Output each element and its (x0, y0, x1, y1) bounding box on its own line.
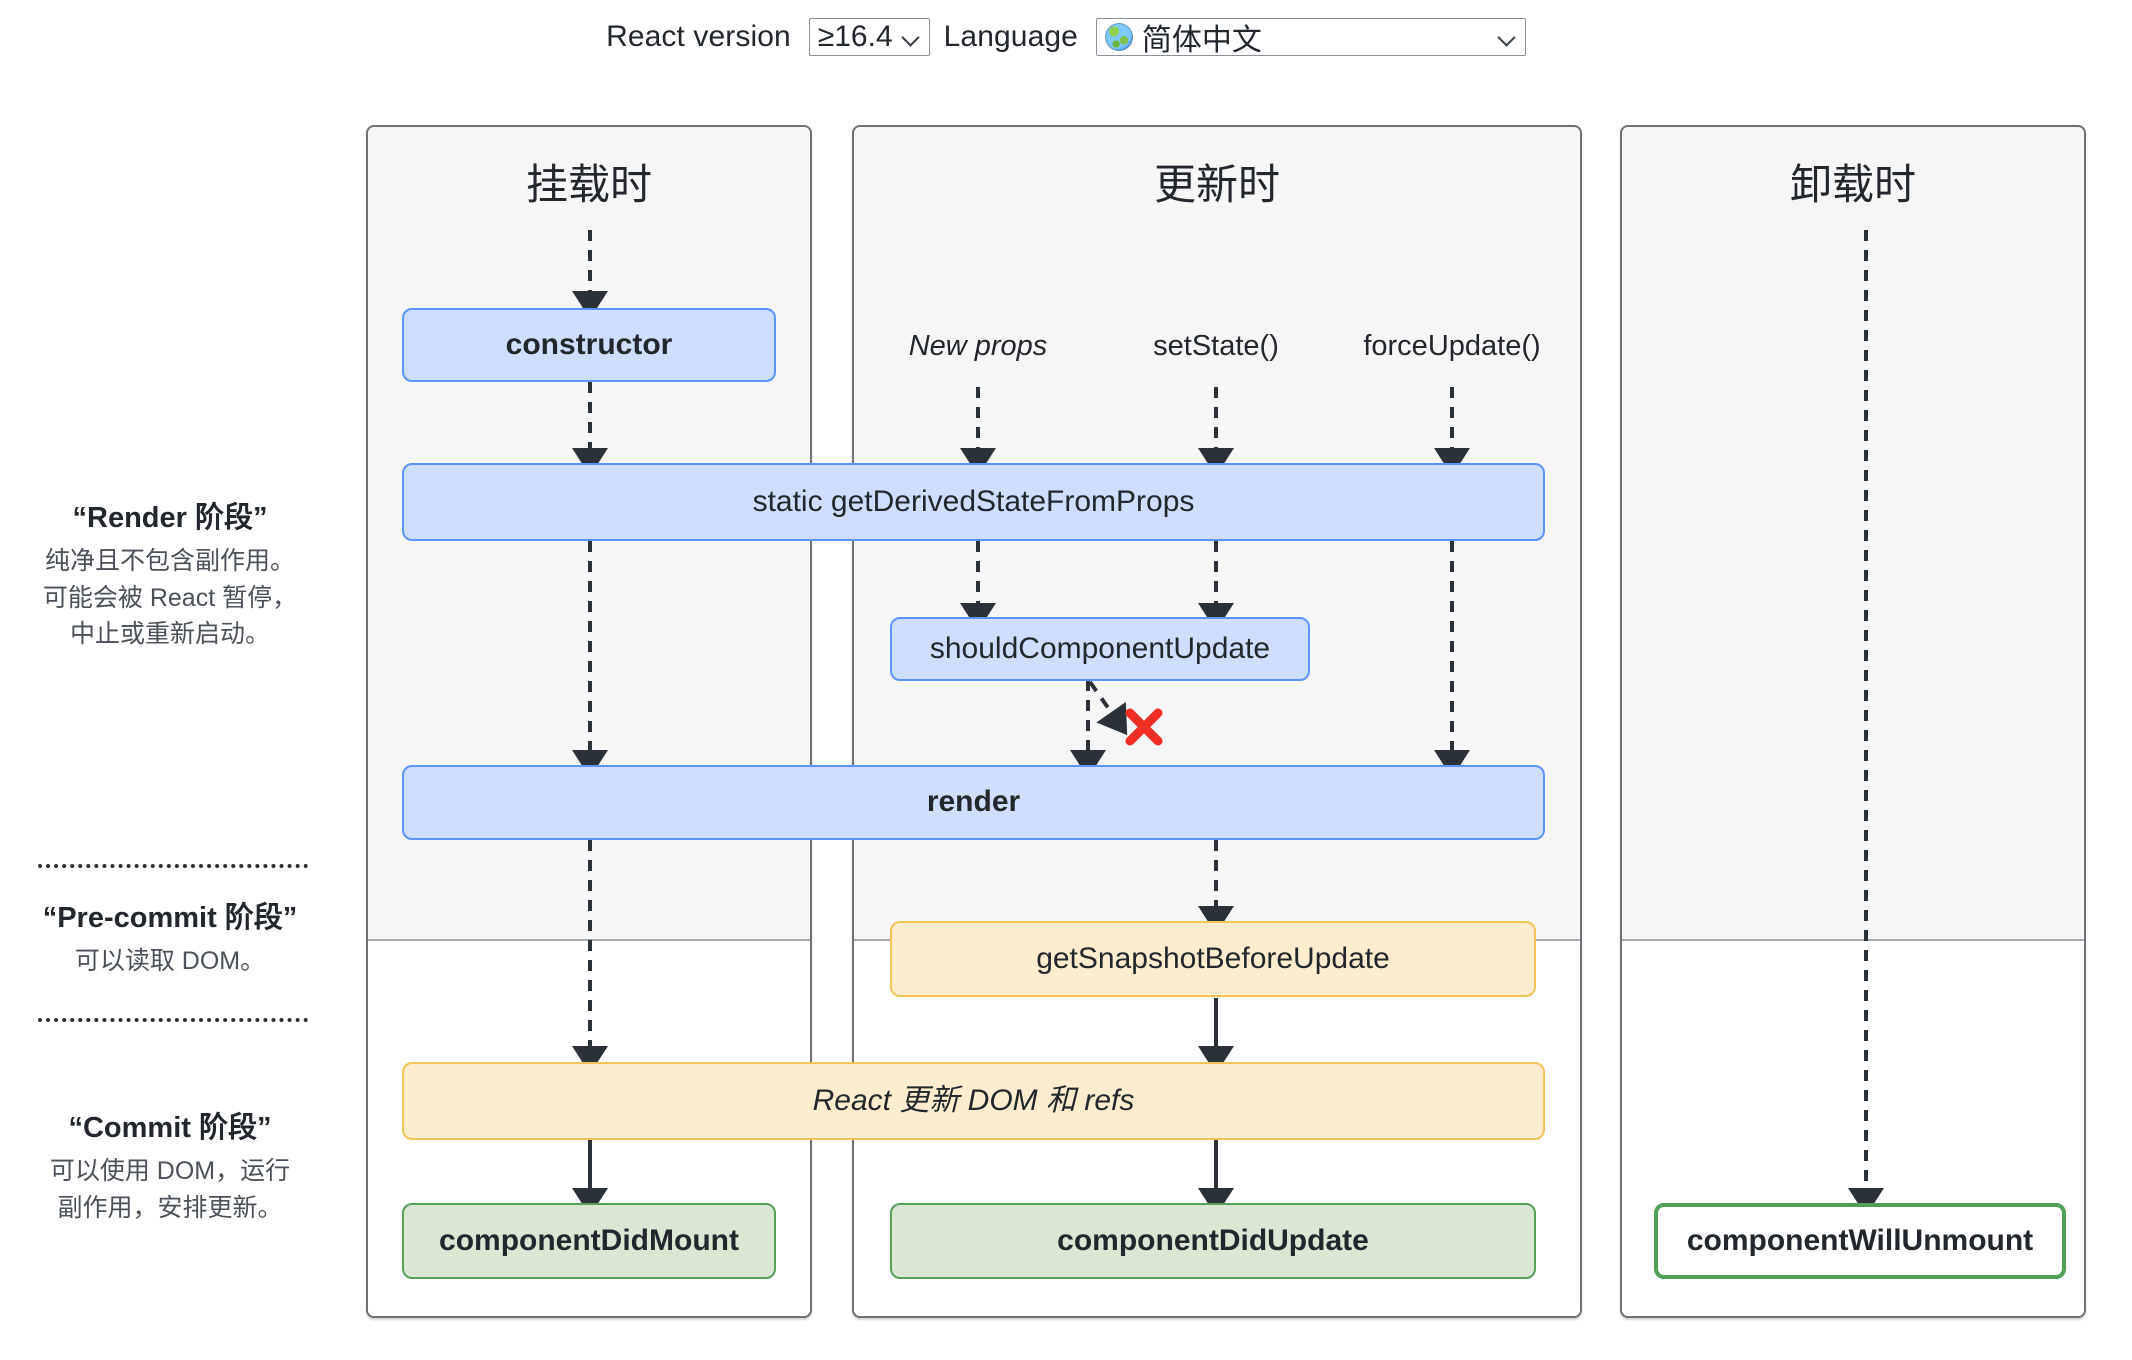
trigger-set-state: setState() (1153, 330, 1279, 362)
box-react-updates-dom[interactable]: React 更新 DOM 和 refs (402, 1062, 1545, 1140)
box-render[interactable]: render (402, 765, 1545, 840)
phase-precommit: “Pre-commit 阶段” 可以读取 DOM。 (0, 900, 340, 980)
wire-scu-skip-branch (1088, 680, 1128, 736)
phase-divider-top (38, 864, 308, 868)
panel-unmounting-title: 卸载时 (1789, 161, 1916, 208)
red-x-icon (1122, 705, 1166, 749)
phase-precommit-title: “Pre-commit 阶段” (42, 902, 298, 934)
phase-render-title: “Render 阶段” (72, 502, 268, 534)
react-version-value: ≥16.4 (817, 20, 893, 53)
trigger-new-props: New props (908, 330, 1048, 362)
phase-commit: “Commit 阶段” 可以使用 DOM，运行副作用，安排更新。 (0, 1110, 340, 1226)
phase-commit-desc: 可以使用 DOM，运行副作用，安排更新。 (49, 1157, 291, 1222)
globe-icon (1104, 23, 1133, 51)
phase-render-desc: 纯净且不包含副作用。可能会被 React 暂停，中止或重新启动。 (42, 547, 298, 648)
phase-legend: “Render 阶段” 纯净且不包含副作用。可能会被 React 暂停，中止或重… (0, 0, 340, 1360)
phase-divider-bottom (38, 1018, 308, 1022)
box-get-snapshot-before-update[interactable]: getSnapshotBeforeUpdate (890, 921, 1536, 997)
react-version-select[interactable]: ≥16.4 (808, 18, 930, 56)
controls-bar: React version ≥16.4 Language 简体中文 (0, 18, 2132, 57)
language-select[interactable]: 简体中文 (1095, 18, 1526, 57)
trigger-force-update: forceUpdate() (1363, 330, 1541, 362)
react-version-label: React version (606, 20, 791, 53)
language-value: 简体中文 (1141, 24, 1262, 57)
panel-mounting-title: 挂载时 (525, 161, 652, 208)
box-should-component-update[interactable]: shouldComponentUpdate (890, 617, 1310, 681)
box-constructor[interactable]: constructor (402, 308, 776, 382)
phase-precommit-desc: 可以读取 DOM。 (74, 947, 266, 976)
box-get-derived-state-from-props[interactable]: static getDerivedStateFromProps (402, 463, 1545, 541)
phase-render: “Render 阶段” 纯净且不包含副作用。可能会被 React 暂停，中止或重… (0, 500, 340, 652)
box-component-will-unmount[interactable]: componentWillUnmount (1654, 1203, 2066, 1279)
box-component-did-update[interactable]: componentDidUpdate (890, 1203, 1536, 1279)
box-component-did-mount[interactable]: componentDidMount (402, 1203, 776, 1279)
panel-updating-title: 更新时 (1153, 161, 1280, 208)
phase-commit-title: “Commit 阶段” (68, 1112, 272, 1144)
language-label: Language (943, 20, 1078, 53)
